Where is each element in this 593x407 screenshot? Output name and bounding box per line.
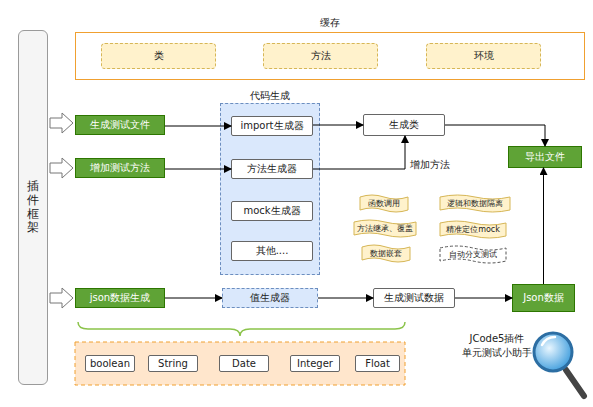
node-text: 增加测试方法 xyxy=(90,162,150,174)
feature-tag: 函数调用 xyxy=(360,195,408,212)
node-text: 环境 xyxy=(474,50,494,62)
process-box: import生成器 xyxy=(231,116,313,136)
cache-item: 类 xyxy=(101,43,216,69)
feature-tag: 精准定位mock xyxy=(440,221,506,238)
process-box: mock生成器 xyxy=(231,201,313,221)
feature-tag: 自动分支测试 xyxy=(440,246,506,263)
connector xyxy=(543,168,544,284)
node-text: 值生成器 xyxy=(250,292,290,304)
group-heading: 代码生成 xyxy=(221,89,319,103)
cache-item: 方法 xyxy=(263,43,378,69)
node-text: 插件框架 xyxy=(26,180,40,235)
connector xyxy=(313,125,363,126)
input-box: 导出文件 xyxy=(508,146,582,168)
node-text: 逻辑和数据隔离 xyxy=(447,199,503,208)
tag-outline xyxy=(440,221,506,238)
feature-tag: 方法继承、覆盖 xyxy=(354,220,416,237)
process-box: 生成测试数据 xyxy=(373,288,455,308)
node-text: Float xyxy=(365,358,390,370)
node-text: String xyxy=(158,358,188,370)
connector xyxy=(455,298,512,299)
tag-outline xyxy=(440,195,510,212)
tag-outline xyxy=(440,246,506,263)
group-heading: 缓存 xyxy=(76,16,584,30)
cache-item: 环境 xyxy=(426,43,541,69)
node-text: 其他.... xyxy=(256,245,289,257)
node-text: 生成测试数据 xyxy=(384,292,444,304)
hollow-arrow xyxy=(50,113,73,133)
tag-outline xyxy=(354,220,416,237)
input-box: json数据生成 xyxy=(75,288,165,308)
generator-box: 代码生成import生成器方法生成器mock生成器其他.... xyxy=(220,103,320,275)
input-box: 生成测试文件 xyxy=(75,115,165,135)
hollow-arrow xyxy=(50,158,73,178)
plugin-frame: 插件框架 xyxy=(18,30,48,385)
node-text: 生成测试文件 xyxy=(90,119,150,131)
magnifier-icon xyxy=(534,333,584,396)
tag-outline xyxy=(360,195,408,212)
node-text: boolean xyxy=(90,358,130,370)
type-box: Integer xyxy=(290,355,340,372)
connector xyxy=(445,125,545,146)
tag-outline xyxy=(362,245,410,262)
node-text: mock生成器 xyxy=(243,205,300,217)
connector xyxy=(165,126,231,127)
connector xyxy=(165,298,222,299)
node-text: Date xyxy=(232,358,256,370)
connector xyxy=(318,298,373,299)
node-text: import生成器 xyxy=(240,120,303,132)
type-box: String xyxy=(148,355,198,372)
process-box: 方法生成器 xyxy=(231,159,313,179)
node-text: 函数调用 xyxy=(368,199,400,208)
generator-box: 值生成器 xyxy=(222,288,318,308)
process-box: 生成类 xyxy=(363,114,445,136)
curly-brace xyxy=(78,322,405,336)
feature-tag: 逻辑和数据隔离 xyxy=(440,195,510,212)
node-text: 精准定位mock xyxy=(446,225,500,234)
type-box: Date xyxy=(219,355,269,372)
node-text: 数据嵌套 xyxy=(370,249,402,258)
caption-note: JCode5插件 单元测试小助手 xyxy=(452,332,542,360)
connector xyxy=(165,169,231,170)
node-text: json数据生成 xyxy=(90,292,150,304)
connector xyxy=(313,136,405,169)
node-text: 方法生成器 xyxy=(247,163,297,175)
feature-tag: 数据嵌套 xyxy=(362,245,410,262)
node-text: 自动分支测试 xyxy=(449,250,497,259)
node-text: 生成类 xyxy=(389,119,419,131)
edge-label: 增加方法 xyxy=(410,158,450,172)
input-box: 增加测试方法 xyxy=(75,158,165,178)
node-text: 方法继承、覆盖 xyxy=(357,224,413,233)
type-box: boolean xyxy=(85,355,135,372)
node-text: 导出文件 xyxy=(525,151,565,163)
node-text: 类 xyxy=(154,50,164,62)
type-band xyxy=(75,342,405,385)
node-text: 方法 xyxy=(311,50,331,62)
type-box: Float xyxy=(355,355,400,372)
process-box: 其他.... xyxy=(231,241,313,261)
input-box: Json数据 xyxy=(512,284,575,312)
node-text: Integer xyxy=(297,358,333,370)
hollow-arrow xyxy=(50,288,73,308)
cache-group: 缓存类方法环境 xyxy=(75,32,585,80)
node-text: Json数据 xyxy=(523,292,564,304)
